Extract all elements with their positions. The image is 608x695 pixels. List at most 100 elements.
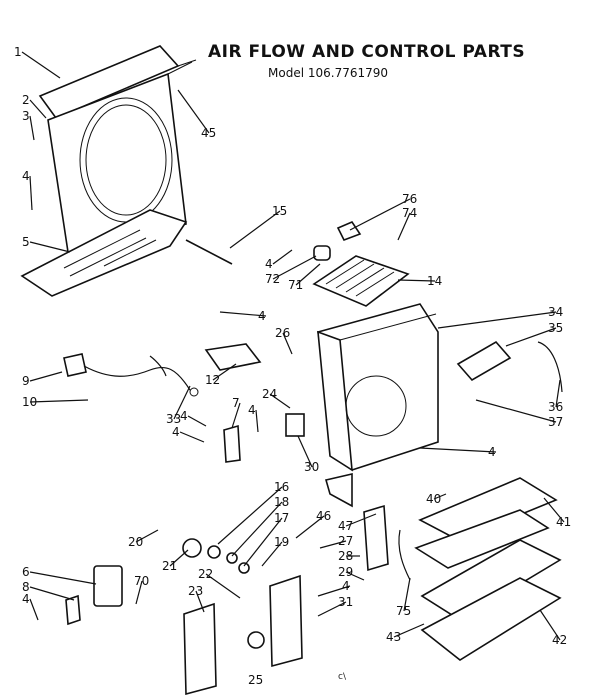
leader-line bbox=[179, 431, 205, 443]
callout-9: 9 bbox=[22, 374, 30, 388]
part-30-drawing bbox=[285, 413, 305, 437]
callout-20: 20 bbox=[128, 535, 143, 549]
callout-47: 47 bbox=[338, 519, 353, 533]
callout-6: 6 bbox=[22, 565, 30, 579]
leader-line bbox=[543, 497, 565, 523]
callout-4: 4 bbox=[342, 579, 350, 593]
callout-3: 3 bbox=[22, 109, 30, 123]
panel-43-drawing bbox=[414, 509, 550, 569]
harness-drawing bbox=[63, 353, 199, 397]
leader-line bbox=[195, 590, 205, 613]
filter-drawing bbox=[312, 255, 410, 307]
footer-mark: c\ bbox=[338, 672, 346, 682]
callout-7: 7 bbox=[232, 396, 240, 410]
callout-25: 25 bbox=[248, 673, 263, 687]
callout-4: 4 bbox=[258, 309, 266, 323]
callout-21: 21 bbox=[162, 559, 177, 573]
callout-23: 23 bbox=[188, 584, 203, 598]
leader-line bbox=[173, 385, 191, 420]
callout-74: 74 bbox=[402, 206, 417, 220]
callout-41: 41 bbox=[556, 515, 571, 529]
callout-16: 16 bbox=[274, 480, 289, 494]
vent-27-drawing bbox=[363, 504, 389, 572]
leader-line bbox=[212, 363, 237, 381]
callout-30: 30 bbox=[304, 460, 319, 474]
leader-line bbox=[243, 517, 283, 567]
callout-70: 70 bbox=[134, 574, 149, 588]
callout-43: 43 bbox=[386, 630, 401, 644]
leader-line bbox=[475, 399, 557, 423]
control-panel-drawing bbox=[269, 574, 303, 668]
leader-line bbox=[295, 263, 321, 286]
part-16-drawing bbox=[207, 545, 221, 559]
leader-line bbox=[272, 255, 317, 280]
leader-line bbox=[269, 393, 291, 409]
callout-5: 5 bbox=[22, 235, 30, 249]
leader-line bbox=[261, 541, 283, 567]
callout-1: 1 bbox=[14, 45, 22, 59]
callout-35: 35 bbox=[548, 321, 563, 335]
tray-42b-drawing bbox=[420, 577, 562, 661]
leader-line bbox=[169, 549, 189, 567]
callout-42: 42 bbox=[552, 633, 567, 647]
leader-line bbox=[297, 435, 313, 468]
part-36-drawing bbox=[537, 341, 563, 393]
leader-line bbox=[419, 447, 497, 453]
leader-line bbox=[29, 115, 35, 141]
part-7-drawing bbox=[223, 424, 241, 463]
callout-12: 12 bbox=[205, 373, 220, 387]
callout-14: 14 bbox=[427, 274, 442, 288]
leader-line bbox=[317, 585, 351, 597]
leader-line bbox=[397, 212, 411, 241]
front-panel-drawing bbox=[38, 45, 197, 253]
panel-41-drawing bbox=[418, 477, 558, 541]
model-number: Model 106.7761790 bbox=[268, 66, 389, 80]
callout-4: 4 bbox=[265, 257, 273, 271]
callout-71: 71 bbox=[288, 278, 303, 292]
leader-line bbox=[29, 99, 47, 119]
callout-24: 24 bbox=[262, 387, 277, 401]
leader-line bbox=[317, 601, 347, 617]
leader-line bbox=[29, 586, 75, 601]
part-25-drawing bbox=[247, 631, 265, 649]
part-23-drawing bbox=[183, 602, 217, 695]
leader-line bbox=[272, 249, 293, 265]
part-8-drawing bbox=[65, 594, 81, 626]
callout-37: 37 bbox=[548, 415, 563, 429]
rod-drawing bbox=[185, 239, 233, 265]
leader-line bbox=[231, 501, 283, 557]
leader-line bbox=[433, 493, 447, 500]
callout-33: 33 bbox=[166, 412, 181, 426]
leader-line bbox=[219, 311, 267, 317]
callout-18: 18 bbox=[274, 495, 289, 509]
callout-4: 4 bbox=[22, 592, 30, 606]
knob-21-drawing bbox=[182, 538, 202, 558]
leader-line bbox=[229, 210, 281, 249]
leader-line bbox=[135, 529, 159, 543]
part-75-drawing bbox=[398, 529, 411, 581]
leader-line bbox=[437, 311, 557, 329]
callout-28: 28 bbox=[338, 549, 353, 563]
leader-line bbox=[177, 89, 210, 134]
leader-line bbox=[21, 51, 61, 79]
leader-line bbox=[403, 577, 411, 612]
callout-2: 2 bbox=[22, 93, 30, 107]
leader-line bbox=[231, 402, 241, 429]
leader-line bbox=[505, 327, 557, 347]
base-tray-drawing bbox=[20, 209, 188, 297]
leader-line bbox=[539, 609, 561, 641]
leader-line bbox=[255, 409, 259, 433]
callout-76: 76 bbox=[402, 192, 417, 206]
callout-29: 29 bbox=[338, 565, 353, 579]
leader-line bbox=[555, 379, 561, 408]
switch-35-drawing bbox=[456, 340, 512, 382]
leader-line bbox=[345, 571, 365, 581]
callout-31: 31 bbox=[338, 595, 353, 609]
leader-line bbox=[349, 198, 411, 231]
callout-10: 10 bbox=[22, 395, 37, 409]
leader-line bbox=[397, 279, 436, 282]
leader-line bbox=[29, 571, 97, 585]
leader-line bbox=[393, 623, 425, 638]
